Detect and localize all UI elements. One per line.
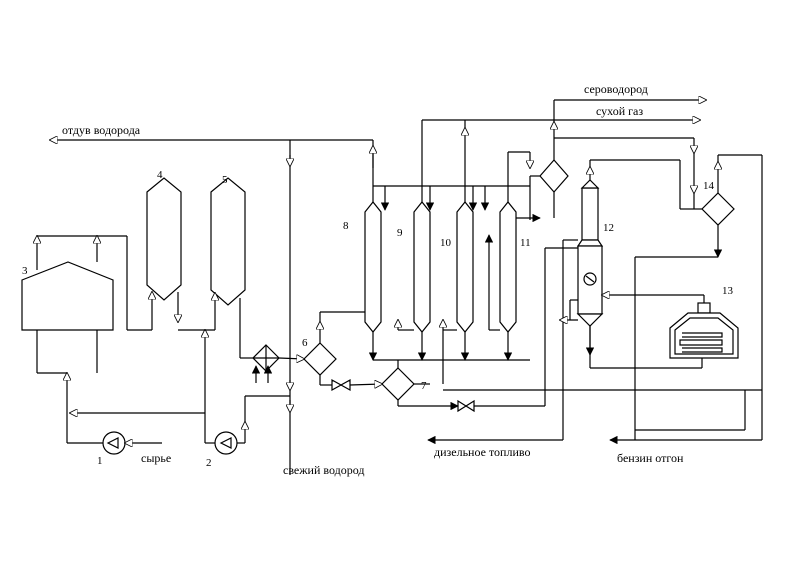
valve-2	[457, 399, 475, 413]
label-naphtha: бензин отгон	[617, 451, 684, 465]
separator-7	[381, 367, 415, 401]
separator-6	[303, 342, 337, 376]
reactor-4	[146, 177, 182, 301]
num-9: 9	[397, 227, 403, 239]
pump-2	[214, 431, 238, 455]
num-8: 8	[343, 220, 349, 232]
label-fresh-h2: свежий водород	[283, 463, 365, 477]
label-feed: сырье	[141, 451, 171, 465]
reactor-5	[210, 177, 246, 306]
label-h2s: сероводород	[584, 82, 648, 96]
num-12: 12	[603, 222, 614, 234]
column-10	[456, 201, 474, 333]
column-8	[364, 201, 382, 333]
num-13: 13	[722, 285, 734, 297]
num-1: 1	[97, 455, 103, 467]
label-diesel: дизельное топливо	[434, 445, 530, 459]
num-4: 4	[157, 169, 163, 181]
furnace-13	[669, 302, 739, 359]
heat-exchanger	[252, 344, 280, 372]
valve-1	[331, 378, 351, 392]
label-h2-purge: отдув водорода	[62, 123, 141, 137]
num-2: 2	[206, 457, 212, 469]
num-11: 11	[520, 237, 531, 249]
column-11	[499, 201, 517, 333]
num-10: 10	[440, 237, 452, 249]
piping	[37, 100, 763, 475]
separator-14	[701, 192, 735, 226]
stabilizer-12	[576, 179, 604, 327]
column-9	[413, 201, 431, 333]
label-dry-gas: сухой газ	[596, 104, 643, 118]
num-14: 14	[703, 180, 715, 192]
pump-1	[102, 431, 126, 455]
num-5: 5	[222, 174, 228, 186]
num-6: 6	[302, 337, 308, 349]
furnace-3	[21, 261, 114, 331]
num-7: 7	[421, 380, 427, 392]
num-3: 3	[22, 265, 28, 277]
separator-top	[539, 159, 569, 193]
